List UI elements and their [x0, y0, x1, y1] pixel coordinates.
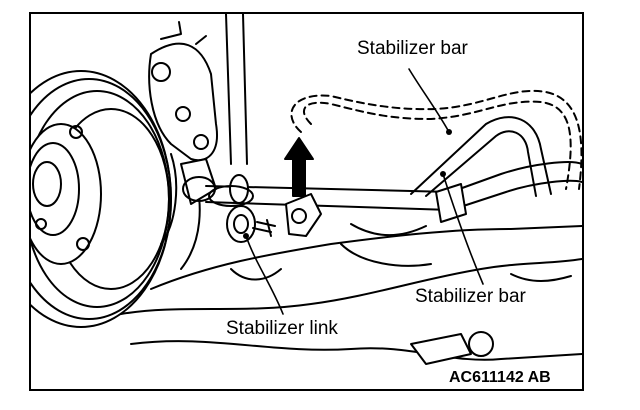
- suspension-illustration: [31, 14, 582, 365]
- stabilizer-bar-solid: [205, 116, 582, 223]
- stabilizer-bar-dashed: [290, 89, 582, 190]
- stabilizer-link-drawing: [226, 193, 322, 243]
- diagram-frame: Stabilizer bar Stabilizer bar Stabilizer…: [29, 12, 584, 391]
- leader-dot-link: [243, 233, 249, 239]
- strut-knuckle-drawing: [148, 14, 248, 270]
- leader-dot-right: [440, 171, 446, 177]
- lift-direction-arrow: [284, 137, 314, 197]
- figure-code: AC611142 AB: [447, 368, 553, 388]
- lower-arm-drawing: [120, 223, 582, 365]
- stabilizer-bar-top-label: Stabilizer bar: [354, 38, 471, 60]
- stabilizer-bar-right-label: Stabilizer bar: [412, 286, 529, 308]
- leader-lines: [245, 68, 484, 315]
- brake-disc-drawing: [31, 70, 172, 328]
- stabilizer-link-label: Stabilizer link: [223, 318, 341, 340]
- leader-dot-top: [446, 129, 452, 135]
